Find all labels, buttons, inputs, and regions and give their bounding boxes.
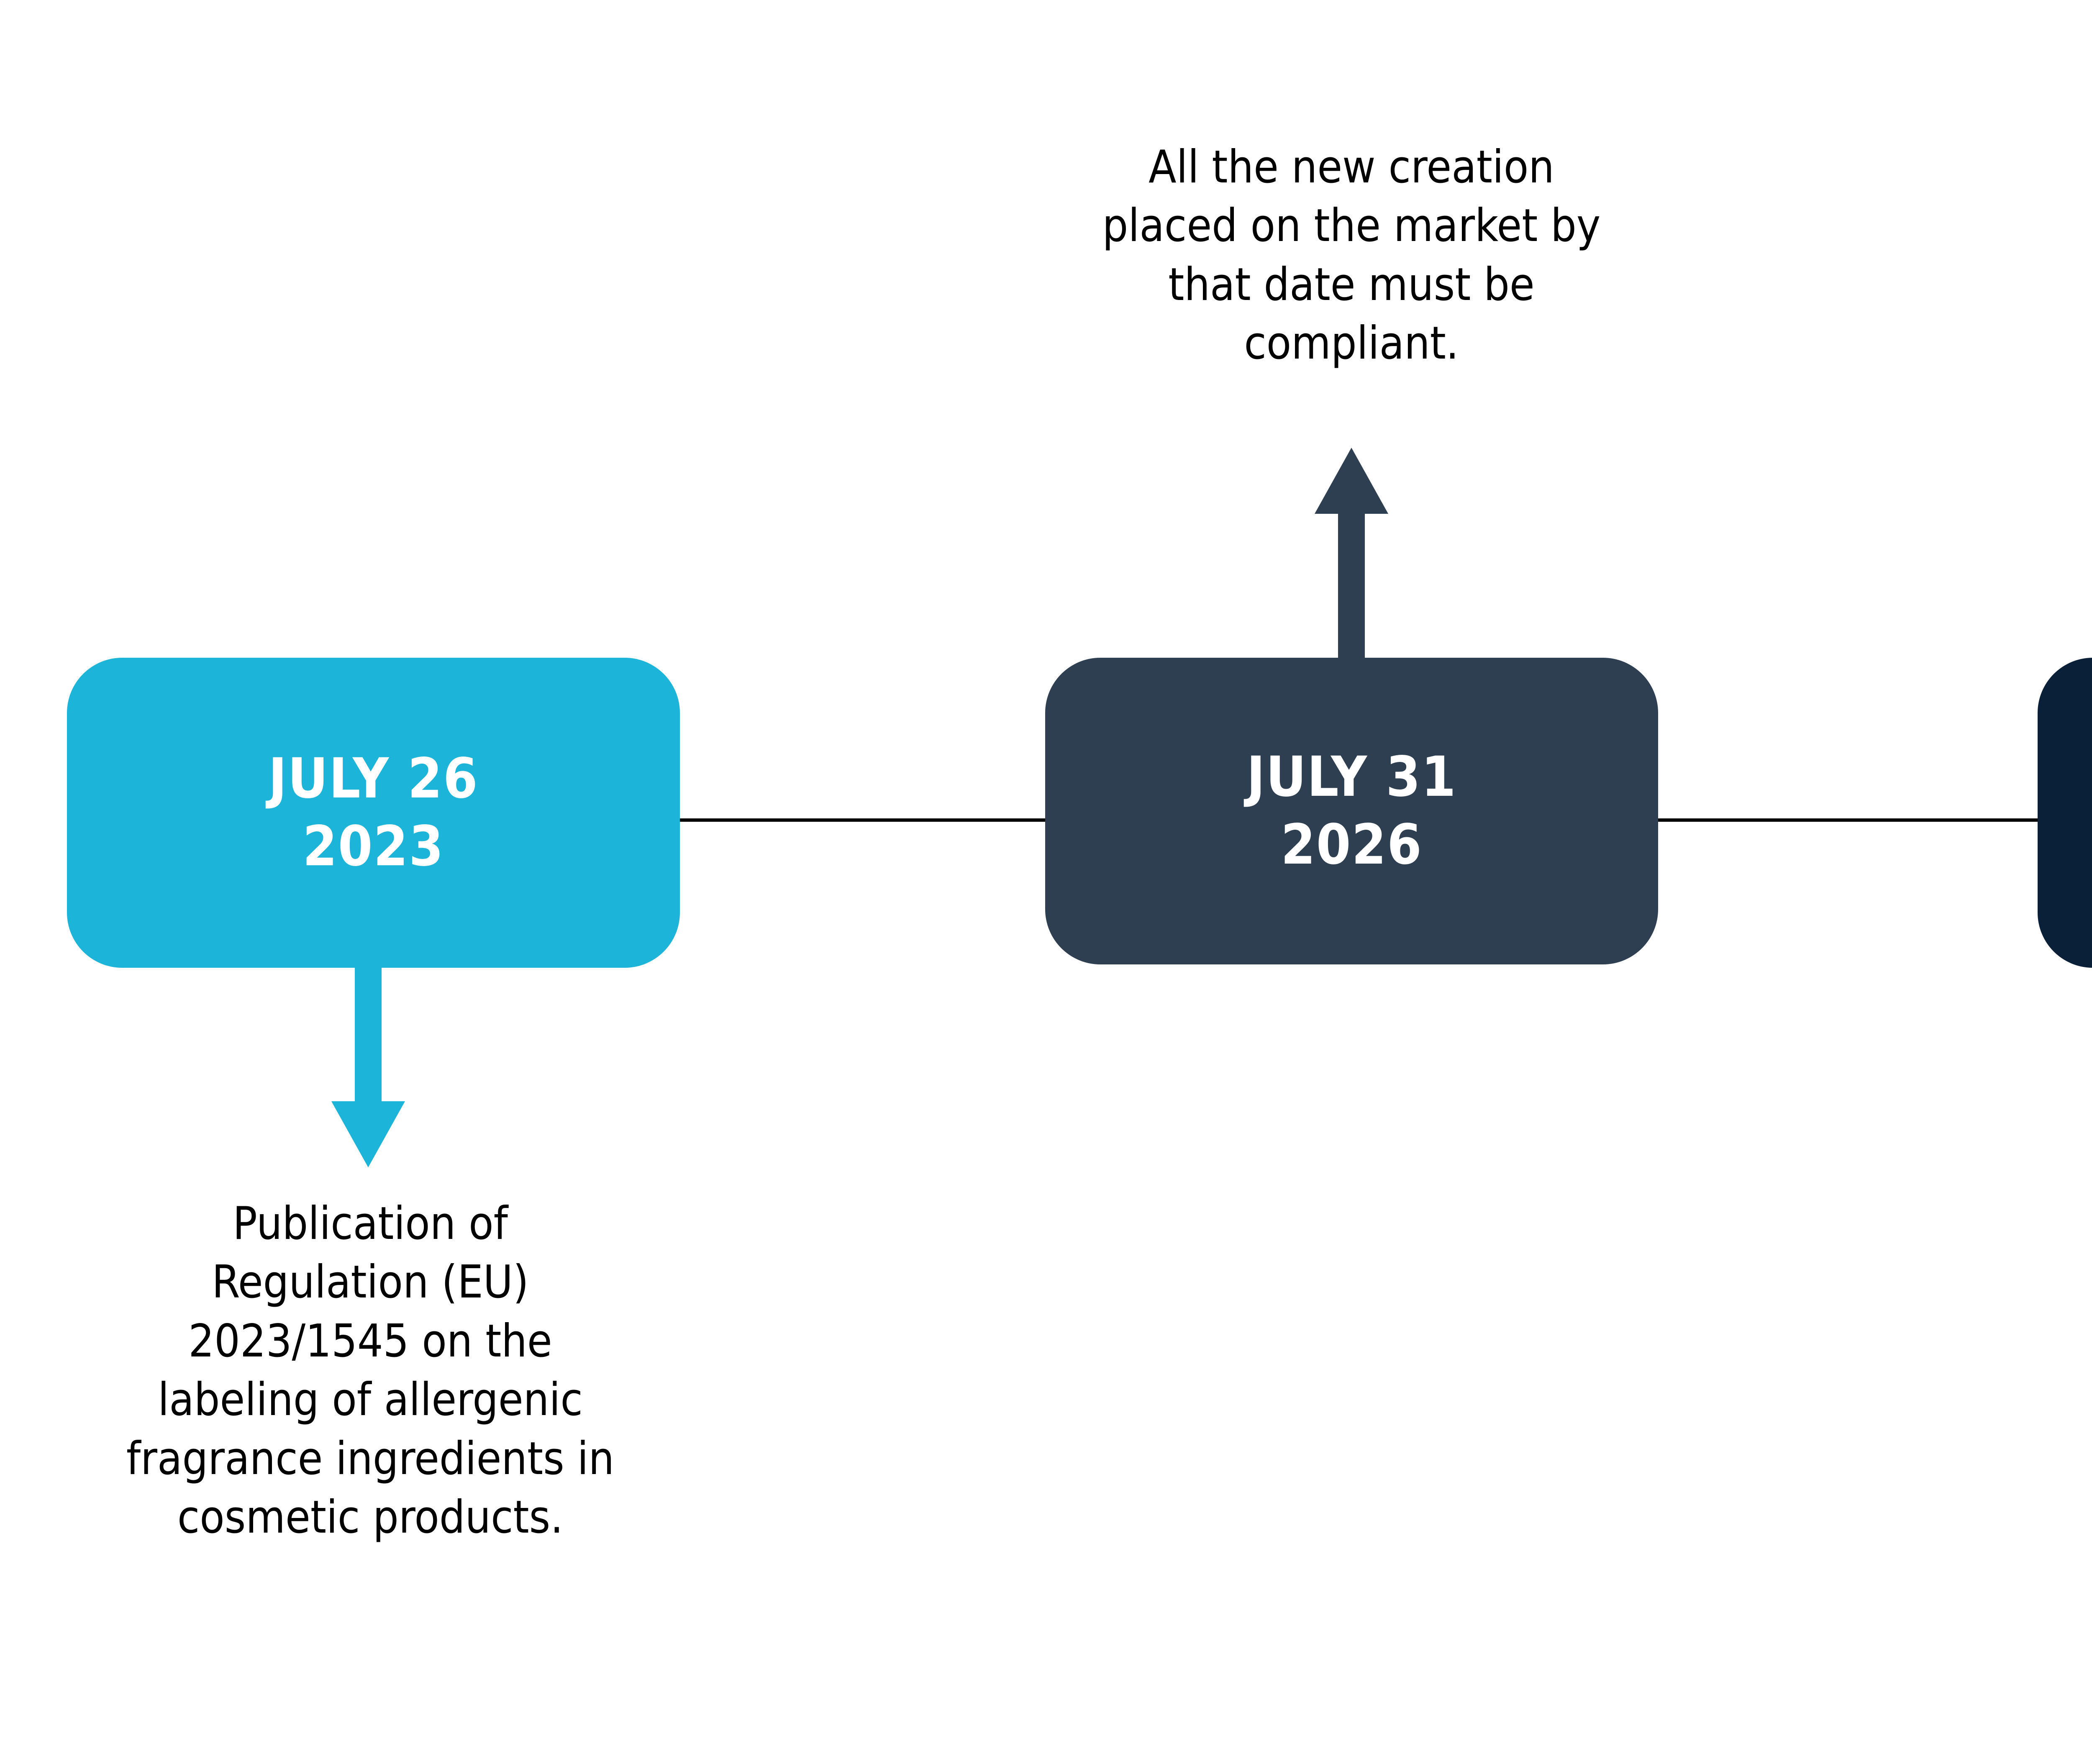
milestone-box-2026[interactable]: JULY 31 2026	[1045, 658, 1658, 964]
annotation-2026: All the new creation placed on the marke…	[1102, 141, 1601, 370]
milestone-box-2028[interactable]: JULY 31 2028	[2038, 658, 2092, 968]
connector-line-2023-2026	[669, 818, 1054, 822]
milestone-label-2026: JULY 31 2026	[1246, 745, 1457, 877]
arrow-head-2026	[1315, 448, 1388, 514]
annotation-2028: Withdrawal from the market of non-compli…	[2004, 1228, 2092, 1404]
connector-line-2026-2028	[1648, 818, 2047, 822]
arrow-head-2023	[331, 1101, 405, 1167]
milestone-box-2023[interactable]: JULY 26 2023	[67, 658, 680, 968]
annotation-2023: Publication of Regulation (EU) 2023/1545…	[126, 1197, 615, 1544]
milestone-label-2023: JULY 26 2023	[268, 746, 479, 879]
